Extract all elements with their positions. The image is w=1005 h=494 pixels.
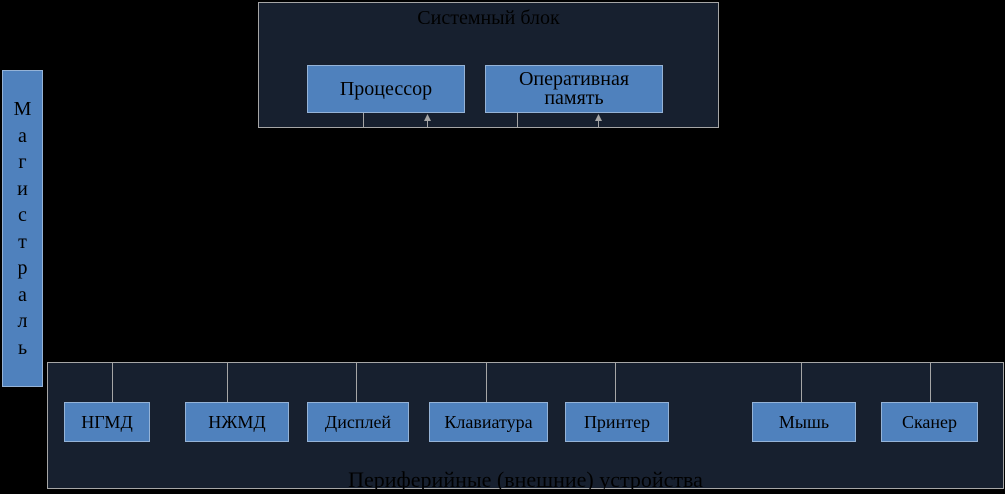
bus-letter: ь (17, 336, 28, 359)
peripherals-title: Периферийные (внешние) устройства (348, 467, 703, 492)
device-label: НГМД (81, 412, 133, 432)
device-display: Дисплей (307, 402, 409, 442)
device-mouse: Мышь (752, 402, 856, 442)
bus-letter: и (17, 177, 28, 200)
processor-label: Процессор (339, 78, 433, 100)
device-label: Сканер (901, 412, 958, 432)
bus-letter: л (17, 310, 28, 332)
device-scanner: Сканер (881, 402, 978, 442)
ram-arrowhead-icon (595, 114, 602, 121)
processor-arrowhead-icon (424, 114, 431, 121)
device-label: Клавиатура (444, 412, 533, 432)
bus-letter: р (17, 257, 28, 279)
ram-label: Оперативная память (518, 68, 630, 109)
device-label: Мышь (778, 412, 830, 432)
bus-box: М а г и с т р а л ь (2, 70, 43, 387)
bus-letter: т (18, 230, 27, 253)
processor-box: Процессор (307, 65, 465, 113)
bus-letter: а (18, 283, 27, 306)
ram-box: Оперативная память (485, 65, 663, 113)
device-label: Принтер (583, 412, 651, 432)
device-nzhmd: НЖМД (185, 402, 289, 442)
device-label: НЖМД (208, 412, 266, 432)
bus-letter: с (18, 204, 27, 226)
device-ngmd: НГМД (64, 402, 150, 442)
bus-letter: г (18, 151, 27, 173)
device-keyboard: Клавиатура (429, 402, 548, 442)
system-unit-title: Системный блок (417, 7, 560, 29)
device-printer: Принтер (565, 402, 669, 442)
bus-letter: М (13, 98, 32, 120)
device-label: Дисплей (324, 412, 392, 432)
bus-letter: а (18, 124, 27, 147)
